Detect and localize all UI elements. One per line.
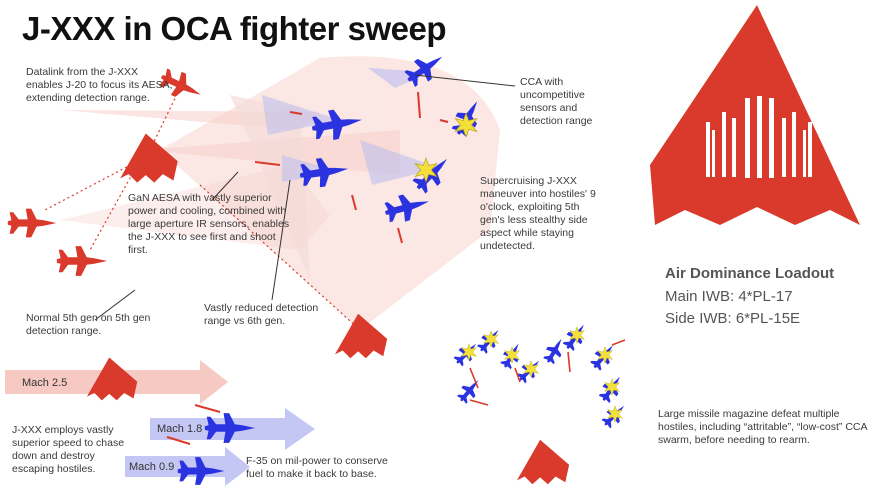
- jxxx-delta-icon: [516, 439, 570, 485]
- jxxx-speed-label: Mach 2.5: [22, 377, 68, 389]
- j20-icon: [56, 246, 108, 276]
- loadout-graphic: [650, 5, 860, 225]
- cca-annotation: CCA with uncompetitive sensors and detec…: [520, 76, 593, 127]
- f35-cone-right: [360, 140, 440, 185]
- loadout-side: Side IWB: 6*PL-15E: [665, 310, 801, 327]
- supercruise-annotation: Supercruising J-XXX maneuver into hostil…: [480, 175, 596, 252]
- datalink-annotation: Datalink from the J-XXX enables J-20 to …: [26, 66, 173, 104]
- magazine-annotation: Large missile magazine defeat multiple h…: [658, 408, 867, 446]
- jxxx-detection-cone-lower: [60, 165, 330, 250]
- cca-icon: [541, 334, 569, 367]
- reduced-range-annotation: Vastly reduced detection range vs 6th ge…: [204, 302, 319, 327]
- j20-icon: [7, 208, 57, 238]
- leader-lines: [94, 74, 516, 321]
- cca-icon: [454, 374, 485, 406]
- f35-cone-middle: [282, 155, 340, 182]
- datalink-lines: [44, 87, 361, 331]
- gan-annotation: GaN AESA with vastly superior power and …: [128, 192, 290, 256]
- cca-swarm: [451, 319, 630, 431]
- fifth-gen-annotation: Normal 5th gen on 5th gen detection rang…: [26, 312, 151, 337]
- fifth-gen-cone: [230, 95, 310, 280]
- speed-annotation: J-XXX employs vastly superior speed to c…: [12, 424, 125, 475]
- f35-cone-upper: [262, 95, 340, 135]
- f35-slow-speed-label: Mach 0.9: [129, 461, 175, 473]
- f35-fast-speed-label: Mach 1.8: [157, 423, 203, 435]
- missiles: [166, 91, 449, 445]
- detection-cones: [60, 56, 500, 330]
- missile-icon: [706, 96, 812, 178]
- loadout-title: Air Dominance Loadout: [665, 265, 835, 282]
- jxxx-delta-icon: [120, 133, 178, 183]
- jxxx-delta-icon: [334, 313, 388, 359]
- loadout-main: Main IWB: 4*PL-17: [665, 288, 793, 305]
- jxxx-delta-icon: [650, 5, 860, 225]
- f35-annotation: F-35 on mil-power to conserve fuel to ma…: [246, 455, 388, 480]
- page-title: J-XXX in OCA fighter sweep: [22, 10, 447, 47]
- f35-slow-arrow: [125, 447, 250, 486]
